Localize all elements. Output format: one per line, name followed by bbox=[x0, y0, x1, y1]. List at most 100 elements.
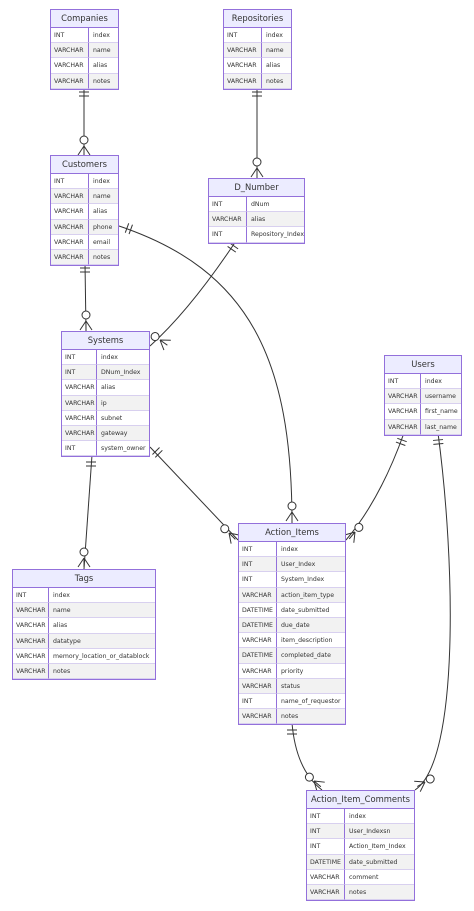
relationship-line bbox=[84, 262, 87, 332]
attribute-name: email bbox=[89, 235, 118, 250]
attribute-type: VARCHAR bbox=[62, 380, 97, 396]
attribute-type: VARCHAR bbox=[13, 633, 49, 649]
entity-title: Users bbox=[385, 356, 461, 374]
attribute-type: VARCHAR bbox=[307, 884, 345, 901]
attribute-type: VARCHAR bbox=[51, 58, 89, 74]
relationship-systems-to-tags bbox=[77, 454, 96, 570]
attribute-type: VARCHAR bbox=[51, 43, 89, 59]
attribute-name: priority bbox=[277, 664, 345, 679]
attribute-name: name bbox=[262, 43, 291, 59]
attribute-name: phone bbox=[89, 220, 118, 235]
relationship-systems-to-action-items bbox=[149, 446, 240, 544]
attribute-type: VARCHAR bbox=[51, 234, 89, 250]
attribute-name: index bbox=[97, 350, 149, 366]
attribute-name: memory_location_or_datablock bbox=[49, 649, 155, 664]
attribute-name: ip bbox=[97, 396, 149, 411]
attribute-type: VARCHAR bbox=[51, 249, 89, 266]
attribute-name: comment bbox=[345, 870, 414, 885]
attribute-type: DATETIME bbox=[239, 617, 277, 634]
attribute-name: Repository_Index bbox=[247, 227, 304, 243]
attribute-type: INT bbox=[51, 28, 89, 44]
attribute-type: INT bbox=[239, 542, 277, 558]
relationship-d-number-to-systems bbox=[149, 240, 239, 351]
relationship-users-to-action-items bbox=[344, 432, 407, 543]
one-marker bbox=[227, 242, 239, 253]
attribute-type: DATETIME bbox=[239, 602, 277, 618]
many-marker bbox=[150, 332, 171, 351]
attribute-type: VARCHAR bbox=[307, 869, 345, 885]
relationship-customers-to-systems bbox=[79, 262, 93, 332]
attribute-name: index bbox=[49, 588, 155, 604]
attribute-type: INT bbox=[239, 572, 277, 588]
attribute-name: name bbox=[49, 603, 155, 619]
one-marker bbox=[79, 91, 89, 97]
many-marker bbox=[77, 547, 91, 568]
many-marker bbox=[250, 157, 264, 178]
attribute-name: User_Index bbox=[277, 557, 345, 573]
attribute-type: INT bbox=[51, 174, 89, 190]
attribute-name: notes bbox=[89, 250, 118, 266]
attribute-type: VARCHAR bbox=[239, 633, 277, 649]
attribute-name: system_owner bbox=[97, 441, 149, 457]
attribute-type: INT bbox=[209, 227, 247, 243]
attribute-type: INT bbox=[239, 557, 277, 573]
attribute-type: INT bbox=[307, 839, 345, 855]
entity-title: Systems bbox=[62, 332, 149, 350]
attribute-type: DATETIME bbox=[239, 648, 277, 664]
attribute-name: notes bbox=[345, 885, 414, 901]
relationship-users-to-action-item-comments bbox=[414, 432, 451, 792]
one-marker bbox=[80, 267, 90, 273]
many-marker bbox=[79, 310, 93, 331]
many-marker bbox=[285, 501, 299, 522]
attribute-name: alias bbox=[262, 58, 291, 74]
attribute-name: last_name bbox=[421, 420, 461, 435]
many-marker bbox=[77, 135, 91, 156]
one-marker bbox=[252, 91, 262, 97]
entity-title: Companies bbox=[51, 10, 118, 28]
many-marker bbox=[344, 522, 364, 543]
attribute-type: VARCHAR bbox=[239, 663, 277, 679]
entity-title: D_Number bbox=[209, 179, 304, 197]
attribute-name: index bbox=[277, 542, 345, 558]
relationship-line bbox=[118, 225, 293, 524]
attribute-name: notes bbox=[89, 74, 118, 89]
attribute-name: alias bbox=[89, 204, 118, 220]
attribute-type: VARCHAR bbox=[385, 419, 421, 435]
attribute-name: dNum bbox=[247, 197, 304, 213]
attribute-type: VARCHAR bbox=[51, 73, 89, 89]
attribute-name: username bbox=[421, 389, 461, 405]
entity-title: Action_Items bbox=[239, 524, 345, 542]
one-marker bbox=[86, 461, 96, 467]
one-marker bbox=[395, 437, 407, 446]
